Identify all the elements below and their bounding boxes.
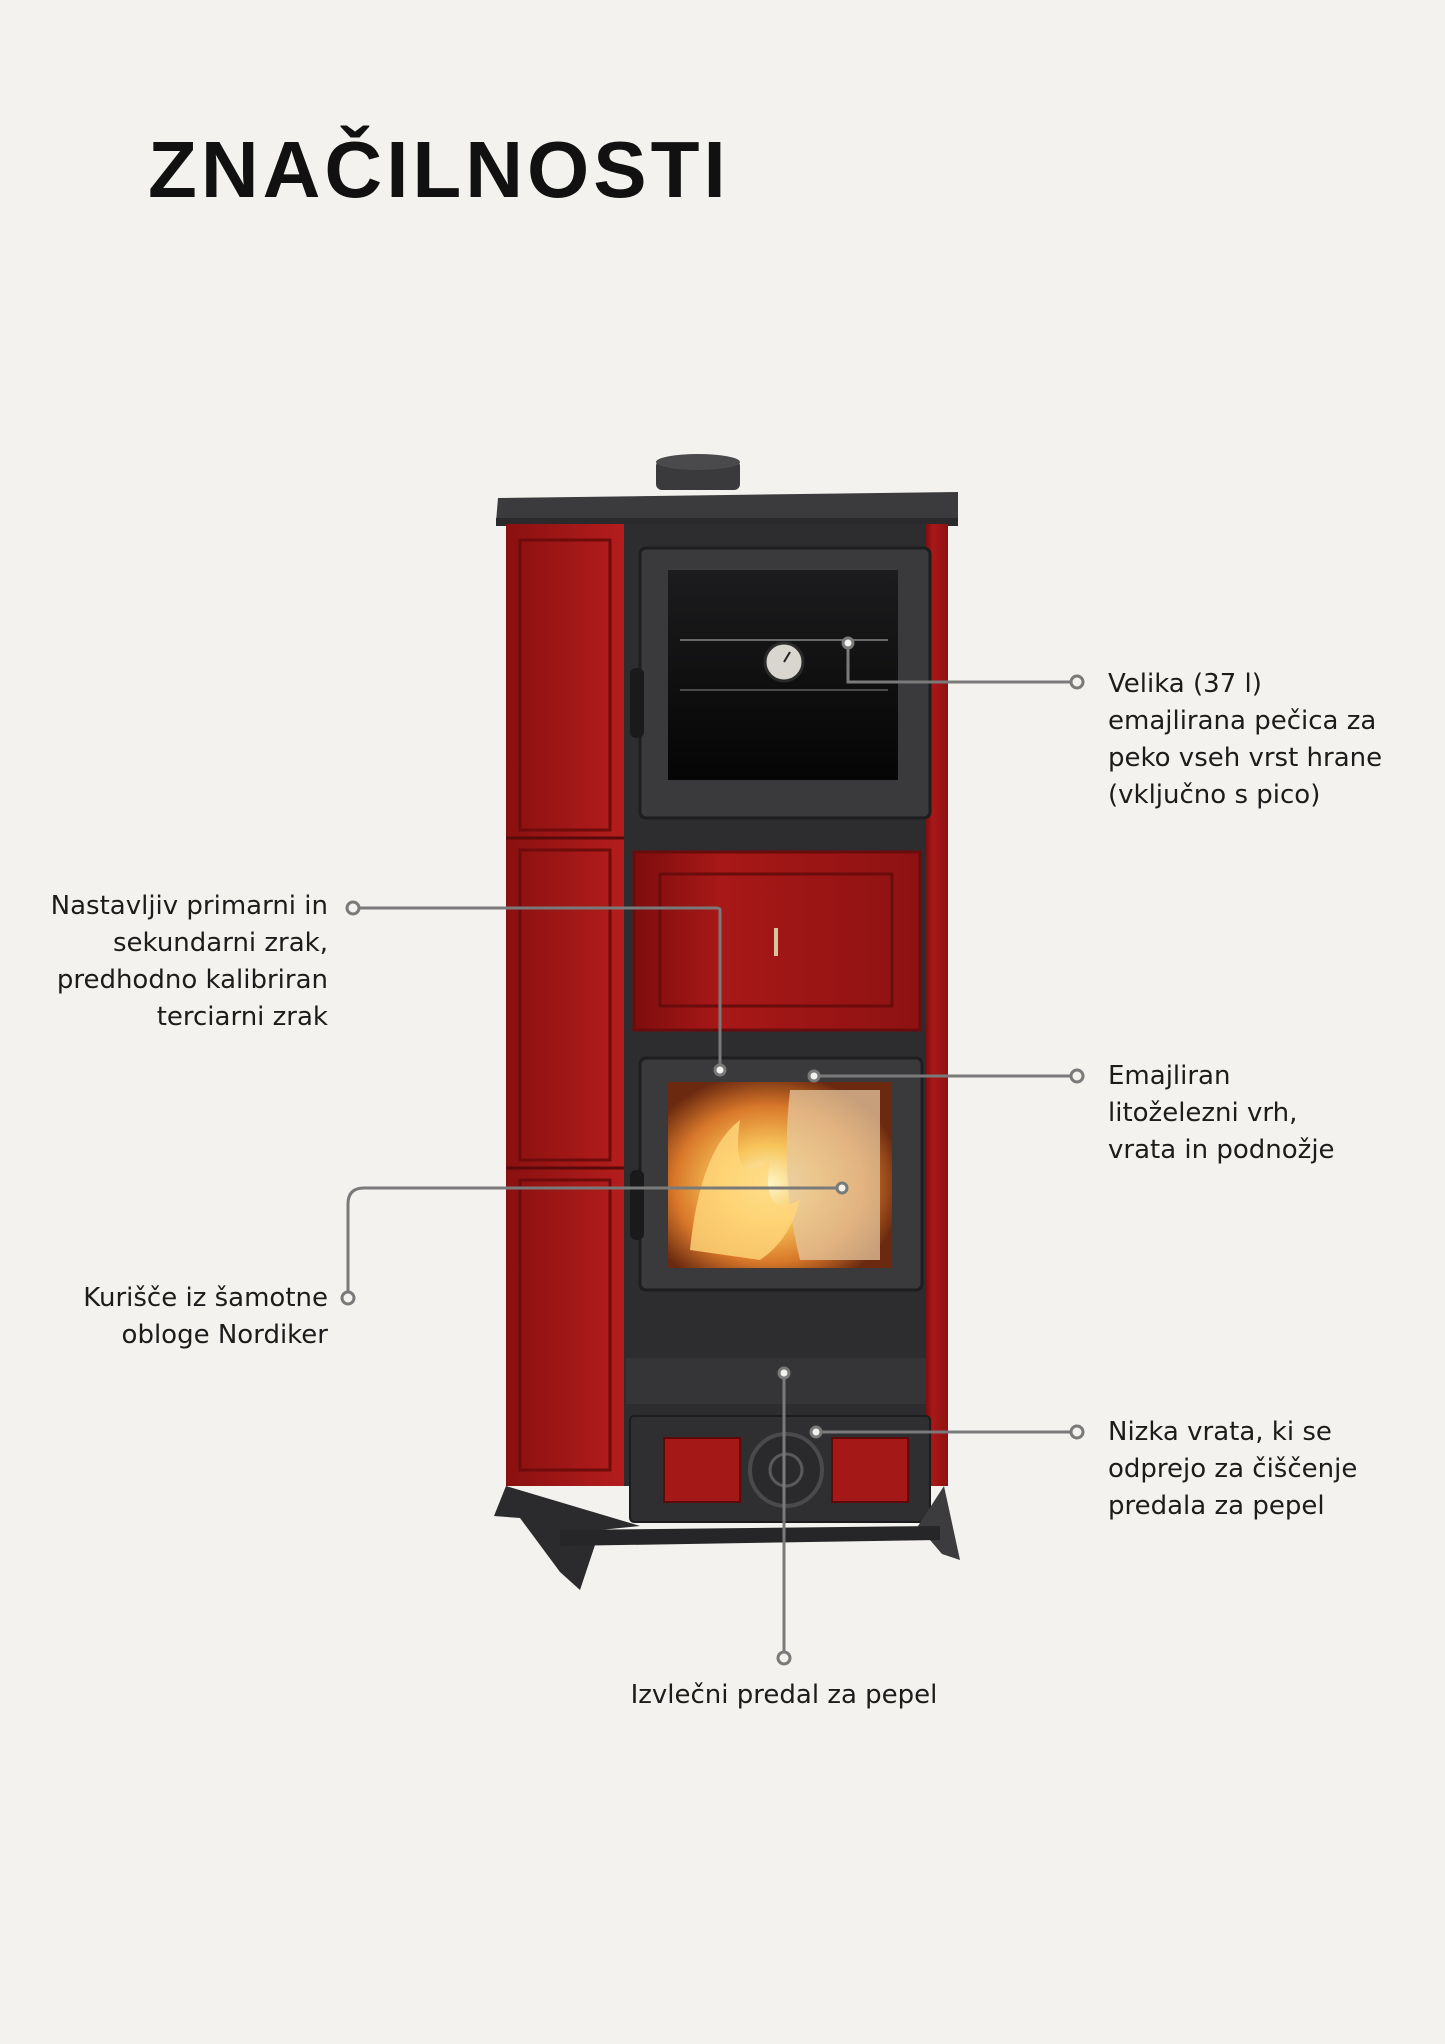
callout-firebox: Kurišče iz šamotne obloge Nordiker [83, 1283, 328, 1350]
top-plate [496, 492, 958, 522]
callout-enamel: Emajliran litoželezni vrh, vrata in podn… [1108, 1061, 1335, 1165]
right-leg [918, 1486, 960, 1560]
callout-air: Nastavljiv primarni in sekundarni zrak, … [50, 891, 328, 1032]
leader-firebox [346, 1186, 842, 1298]
callout-low-door: Nizka vrata, ki se odprejo za čiščenje p… [1108, 1417, 1358, 1521]
side-panel [506, 524, 624, 1486]
callout-oven: Velika (37 l) emajlirana pečica za peko … [1108, 669, 1383, 810]
oven-handle [630, 668, 644, 738]
leader-oven [846, 643, 1077, 684]
page-title: ZNAČILNOSTI [148, 125, 730, 214]
callout-ash-drawer: Izvlečni predal za pepel [630, 1680, 938, 1710]
leader-lines [340, 636, 1085, 1666]
ash-drawer-front [626, 1358, 926, 1404]
air-vent-rosette [748, 1432, 824, 1508]
stove-illustration [494, 454, 960, 1590]
leader-air [353, 906, 722, 1070]
